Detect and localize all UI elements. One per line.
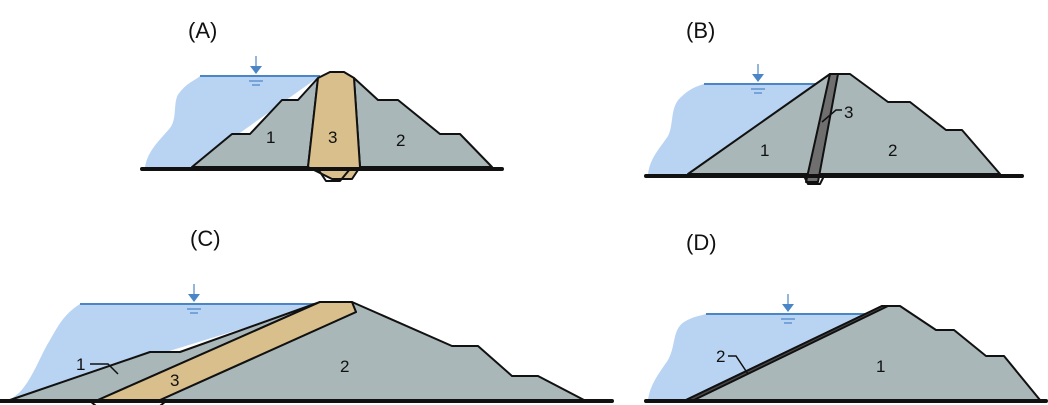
panel-c-zone-1-leader	[90, 363, 119, 375]
panel-b-zone-3-core	[805, 73, 839, 183]
panel-c-zone-label-1: 1	[76, 355, 85, 374]
panel-a-zone-label-1: 1	[266, 128, 275, 147]
panel-d-zone-label-1: 1	[876, 357, 885, 376]
panel-a-zone-label-2: 2	[396, 131, 405, 150]
panel-a-cutoff-trench	[317, 168, 351, 182]
panel-d: (D) 2 1	[644, 230, 1048, 403]
panel-d-zone-2-leader	[728, 355, 749, 375]
panel-c-zone-label-3: 3	[170, 371, 179, 390]
panel-d-zone-label-2: 2	[716, 347, 725, 366]
water-level-marker-icon	[751, 64, 765, 94]
water-level-marker-icon	[187, 284, 201, 314]
panel-a-reservoir-water	[145, 76, 320, 167]
panel-b-zone-3-leader	[821, 109, 842, 123]
panel-d-label: (D)	[686, 230, 717, 255]
panel-b-zone-label-1: 1	[760, 141, 769, 160]
panel-c-label: (C)	[190, 226, 221, 251]
panel-b-reservoir-water	[648, 84, 820, 174]
water-level-marker-icon	[249, 56, 263, 86]
panel-b-zone-label-2: 2	[888, 141, 897, 160]
panel-b-label: (B)	[686, 18, 715, 43]
panel-b-cutoff-trench	[803, 175, 825, 185]
panel-b-zone-label-3: 3	[844, 103, 853, 122]
panel-c-zone-label-2: 2	[340, 357, 349, 376]
panel-c: (C) 1 3 2	[0, 226, 614, 405]
panel-b: (B) 1 3 2	[644, 18, 1024, 185]
panel-c-cutoff-trench	[89, 400, 167, 405]
panel-a-label: (A)	[188, 18, 217, 43]
panel-a: (A) 1 3 2	[140, 18, 504, 182]
panel-a-zone-2-shell	[353, 77, 493, 168]
panel-a-zone-label-3: 3	[328, 128, 337, 147]
water-level-marker-icon	[781, 294, 795, 324]
